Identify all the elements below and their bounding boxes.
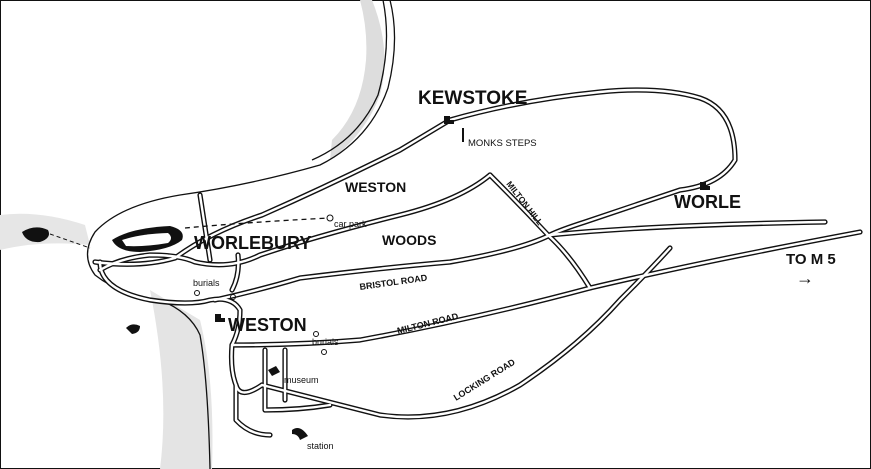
weston-church-icon bbox=[215, 314, 225, 322]
landmark-markers bbox=[194, 116, 710, 440]
road-to-station-inner bbox=[234, 383, 272, 437]
footpath-car-park[interactable] bbox=[184, 217, 331, 229]
label-to-m5: TO M 5 bbox=[786, 251, 836, 268]
label-worlebury: WORLEBURY bbox=[194, 233, 311, 253]
label-car-park: car park bbox=[334, 219, 367, 229]
road-locking-road-inner bbox=[260, 246, 672, 419]
road-woods-track-inner bbox=[198, 193, 212, 262]
monks-steps-mark bbox=[462, 128, 464, 142]
worlebury-hillfort bbox=[112, 226, 183, 252]
road-town-grid-a-inner bbox=[263, 348, 332, 412]
rock-outcrop bbox=[126, 324, 140, 334]
road-milton-road-inner bbox=[230, 230, 862, 347]
coastline-north-inner bbox=[311, 0, 388, 161]
burials-marker-2b bbox=[321, 349, 327, 355]
sand-north bbox=[330, 0, 385, 160]
label-museum[interactable]: museum bbox=[284, 375, 319, 385]
sand-bay bbox=[150, 290, 213, 469]
coastline bbox=[22, 0, 396, 469]
road-network bbox=[92, 87, 863, 438]
museum-icon[interactable] bbox=[268, 366, 280, 376]
label-worle: WORLE bbox=[674, 192, 741, 212]
burials-marker-1 bbox=[194, 290, 200, 296]
sand-stipple-areas bbox=[0, 0, 385, 469]
worle-church-icon bbox=[700, 182, 710, 190]
pier-dashed bbox=[49, 233, 91, 249]
arrow-right-icon: → bbox=[796, 268, 814, 288]
road-kewstoke-loop-inner bbox=[93, 88, 737, 266]
label-kewstoke: KEWSTOKE bbox=[418, 88, 527, 109]
burials-marker-2 bbox=[313, 331, 319, 337]
label-weston-town: WESTON bbox=[228, 315, 307, 335]
label-monks-steps: MONKS STEPS bbox=[468, 138, 537, 149]
station-icon[interactable] bbox=[292, 428, 308, 440]
label-burials-2: burials bbox=[312, 337, 339, 347]
label-weston-woods-top: WESTON bbox=[345, 179, 406, 195]
kewstoke-church-icon bbox=[444, 116, 454, 124]
hillfort-inner bbox=[122, 233, 171, 247]
label-woods: WOODS bbox=[382, 232, 436, 248]
burials-marker-1b bbox=[230, 294, 236, 300]
coastline-main bbox=[86, 0, 396, 469]
label-burials-1: burials bbox=[193, 278, 220, 288]
road-woods-north-inner bbox=[98, 173, 492, 272]
road-hill-link-inner bbox=[230, 253, 240, 292]
island-birnbeck bbox=[22, 227, 49, 243]
car-park-symbol[interactable] bbox=[326, 214, 334, 222]
label-station[interactable]: station bbox=[307, 441, 334, 451]
road-bristol-road-inner bbox=[213, 220, 827, 302]
